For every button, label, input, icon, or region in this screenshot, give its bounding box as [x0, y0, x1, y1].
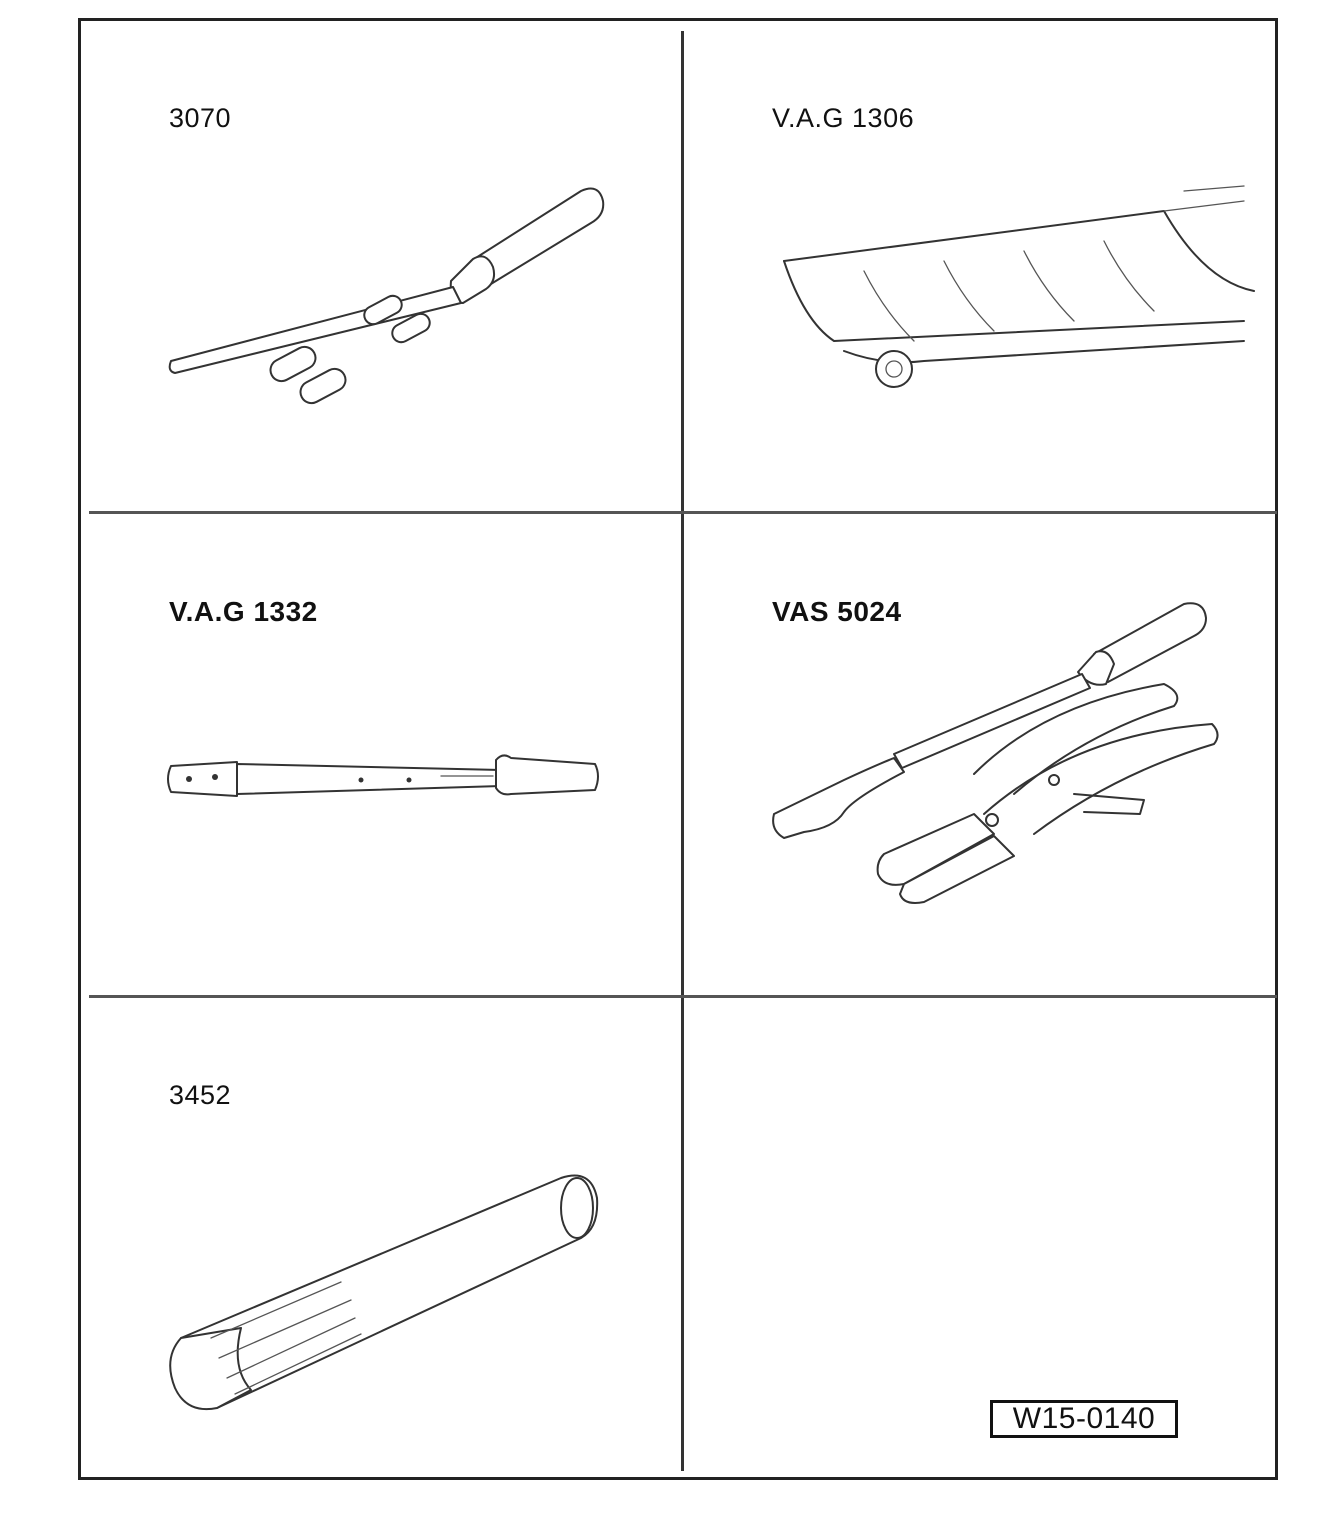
- row-divider-2: [89, 995, 1277, 998]
- drip-tray-illustration: [783, 185, 1255, 388]
- tool-label: V.A.G 1306: [772, 103, 915, 133]
- empty-cell: [684, 998, 1280, 1482]
- tool-cell-vag-1332: V.A.G 1332: [81, 514, 677, 998]
- tool-cell-3452: 3452: [81, 998, 677, 1482]
- tool-label: V.A.G 1332: [169, 596, 318, 627]
- tool-label: VAS 5024: [772, 596, 902, 627]
- tool-cell-3070: 3070: [81, 21, 677, 505]
- tool-cell-vas-5024: VAS 5024: [684, 514, 1280, 998]
- tool-label: 3452: [169, 1080, 232, 1110]
- pliers-and-tool-illustration: [772, 602, 1219, 904]
- screwdriver-illustration: [168, 187, 605, 405]
- figure-code: W15-0140: [990, 1400, 1178, 1438]
- socket-illustration: [169, 1174, 599, 1410]
- column-divider: [681, 31, 684, 1471]
- row-divider-1: [89, 511, 1277, 514]
- torque-wrench-illustration: [167, 754, 599, 797]
- tool-label: 3070: [169, 103, 232, 133]
- special-tools-sheet: 3070 V.A.G 1306: [78, 18, 1278, 1480]
- tool-cell-vag-1306: V.A.G 1306: [684, 21, 1280, 505]
